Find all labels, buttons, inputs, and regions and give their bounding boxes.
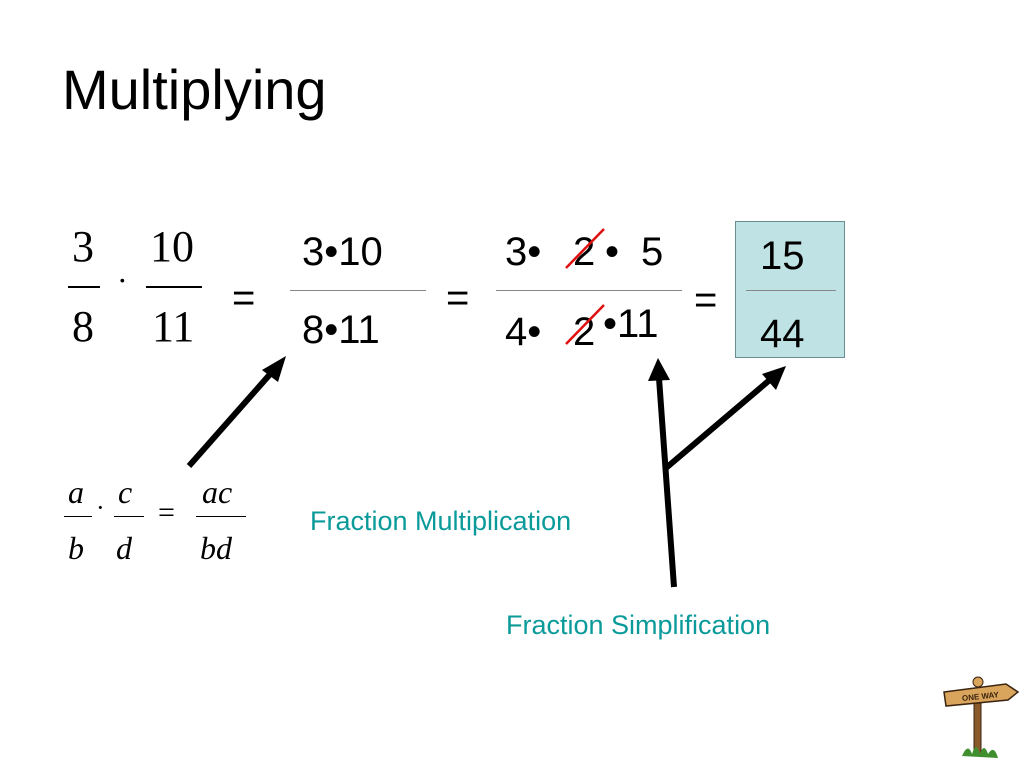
fraction2-numerator: 10 [150,222,194,271]
strike-numerator-2 [565,228,605,269]
rule-equals: = [158,496,175,529]
step2-den-part-a: 4• [505,310,542,354]
label-fraction-multiplication: Fraction Multiplication [310,506,572,536]
answer-box [735,221,845,358]
fraction2-denominator: 11 [152,302,195,351]
one-way-sign-icon: ONE WAY [943,676,1020,758]
label-fraction-simplification: Fraction Simplification [506,610,771,640]
rule-ac: ac [202,474,233,510]
rule-bar-ab [64,516,92,517]
fraction1-denominator: 8 [72,302,94,351]
step2-num-part-d: 5 [641,230,664,274]
step2-den-part-c: •11 [603,302,659,346]
fraction1-numerator: 3 [72,222,94,271]
step1-denominator: 8•11 [302,308,380,352]
step1-bar [290,290,426,291]
equals-sign-2: = [446,276,470,320]
rule-bar-cd [114,516,144,517]
rule-bd: bd [200,530,232,566]
rule-d: d [116,530,132,566]
step1-numerator: 3•10 [302,230,383,274]
rule-dot: · [96,493,105,522]
answer-denominator: 44 [760,312,805,356]
fraction1-bar [68,286,100,288]
arrow-to-cancelled-factor [648,358,677,588]
step2-bar [496,290,682,291]
answer-numerator: 15 [760,234,805,278]
equals-sign-1: = [232,276,256,320]
step2-num-dot: • [605,230,620,274]
step2-den-cancelled-2: 2 [573,310,596,354]
fraction2-bar [146,286,202,288]
rule-b: b [68,530,84,566]
equals-sign-3: = [694,278,718,322]
arrow-to-answer [664,366,786,471]
arrow-to-step1 [186,356,286,468]
rule-bar-acbd [196,516,246,517]
answer-bar [746,290,836,291]
svg-text:ONE WAY: ONE WAY [962,690,1000,703]
rule-c: c [118,474,133,510]
multiply-dot: · [117,262,128,298]
rule-a: a [68,474,84,510]
slide-title: Multiplying [62,58,327,121]
step2-num-part-a: 3• [505,230,542,274]
strike-denominator-2 [565,304,605,345]
